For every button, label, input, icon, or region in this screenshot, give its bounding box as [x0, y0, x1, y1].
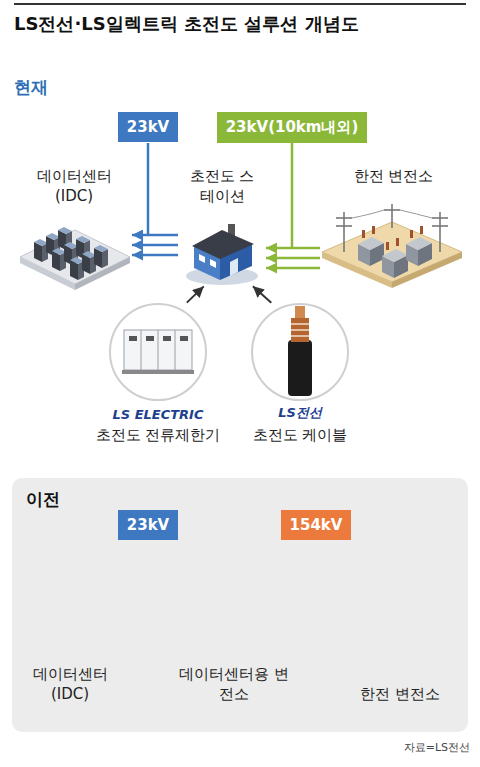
superconducting-cable-illustration: [291, 323, 309, 325]
substation-illustration: [330, 560, 462, 639]
node-text: 23kV(10km내외): [226, 118, 359, 137]
power-line-connector: [253, 286, 271, 302]
brand-logo-text: LS ELECTRIC: [112, 407, 203, 422]
section-label: 현재: [14, 76, 48, 99]
superconducting-cable-illustration: [291, 335, 309, 337]
facility-node: 한전 변전소: [322, 165, 465, 295]
panel-connector-copies: [122, 602, 336, 625]
connector-line: [298, 604, 336, 607]
voltage-leader-line: [147, 541, 150, 602]
connector-line: [132, 234, 178, 237]
power-line-connector: [187, 286, 204, 302]
node-text: 초전도 스테이션: [184, 167, 260, 206]
current-limiter-illustration: [110, 304, 206, 400]
voltage-tag: 23kV: [118, 510, 178, 540]
connector-line: [266, 257, 320, 260]
connector-overlay: [122, 602, 170, 622]
connector-line: [122, 601, 170, 604]
connector-line: [132, 244, 178, 247]
current-limiter-illustration: [122, 370, 194, 374]
node-text: 154kV: [290, 516, 343, 534]
facility-node: 한전 변전소: [338, 560, 462, 708]
facility-node: 데이터센터 (IDC): [18, 165, 130, 300]
current-limiter-illustration: [158, 330, 159, 370]
node-text: 초전도 전류제한기: [96, 426, 221, 445]
connector-line: [132, 254, 178, 257]
connector-overlay: [298, 605, 336, 625]
equipment-callout: LS전선초전도 케이블: [232, 304, 368, 449]
voltage-leader-lines: [147, 143, 150, 235]
equipment-callout: LS ELECTRIC 초전도 전류제한기: [90, 304, 227, 449]
station-house-icon: [210, 259, 216, 268]
node-text: 한전 변전소: [360, 685, 440, 705]
datacenter-illustration: [18, 579, 122, 639]
substation-illustration: [322, 204, 462, 288]
datacenter-substation-illustration: [172, 558, 296, 648]
node-text: 이전: [26, 488, 454, 511]
node-text: 23kV: [127, 118, 169, 136]
station-house-icon: [230, 258, 238, 276]
current-limiter-illustration: [110, 304, 206, 400]
facility-node: 데이터센터 (IDC): [20, 560, 120, 708]
current-limiter-illustration: [124, 330, 192, 370]
current-limiter-illustration: [175, 330, 176, 370]
voltage-tag: 23kV: [118, 112, 178, 142]
facility-node: 데이터센터용 변전소: [172, 560, 296, 708]
current-limiter-illustration: [129, 336, 137, 341]
station-house-icon: [186, 224, 258, 285]
voltage-tag: 23kV(10km내외): [217, 112, 368, 143]
voltage-leader-line: [315, 541, 318, 605]
superconducting-cable-illustration: [291, 324, 309, 336]
source-caption: 자료=LS전선: [404, 740, 470, 755]
voltage-tag: 154kV: [281, 510, 352, 540]
current-limiter-illustration: [141, 330, 175, 370]
current-limiter-illustration: [129, 336, 188, 341]
current-limiter-illustration: [146, 336, 154, 341]
node-text: 데이터센터 (IDC): [25, 665, 115, 704]
connector-line: [187, 286, 204, 302]
superconducting-cable-illustration: [252, 304, 348, 400]
superconducting-cable-illustration: [252, 304, 348, 400]
node-text: 데이터센터용 변전소: [178, 665, 290, 704]
node-text: 데이터센터 (IDC): [29, 167, 119, 206]
facility-node: 초전도 스테이션: [180, 165, 264, 285]
connector-line: [266, 267, 320, 270]
superconducting-cable-illustration: [295, 306, 305, 318]
station-house-icon: [192, 230, 254, 259]
diagram-title: LS전선·LS일렉트릭 초전도 설루션 개념도: [14, 12, 359, 36]
current-limiter-illustration: [141, 330, 142, 370]
connector-line: [298, 624, 336, 627]
node-text: 23kV: [127, 516, 169, 534]
connector-line: [122, 611, 170, 614]
superconducting-cable-illustration: [291, 318, 309, 342]
top-rule: [14, 3, 466, 5]
station-house-icon: [199, 254, 205, 263]
datacenter-illustration: [20, 227, 130, 290]
voltage-leader-lines: [291, 143, 294, 248]
superconducting-cable-illustration: [291, 329, 309, 331]
current-limiter-illustration: [180, 336, 188, 341]
power-line-connector: [132, 235, 178, 255]
brand-logo-text: LS전선: [278, 404, 322, 422]
connector-line: [122, 621, 170, 624]
connector-line: [253, 286, 271, 302]
current-limiter-illustration: [163, 336, 171, 341]
node-text: 초전도 케이블: [253, 426, 348, 445]
connector-line: [298, 614, 336, 617]
power-line-connector: [266, 248, 320, 268]
comparison-panel: 이전 23kV 154kV 데이터센터 (IDC) 데이터센터용 변전소한전 변전소: [12, 478, 468, 732]
connector-line: [266, 247, 320, 250]
node-text: 한전 변전소: [354, 167, 434, 187]
superconducting-cable-illustration: [288, 340, 312, 396]
